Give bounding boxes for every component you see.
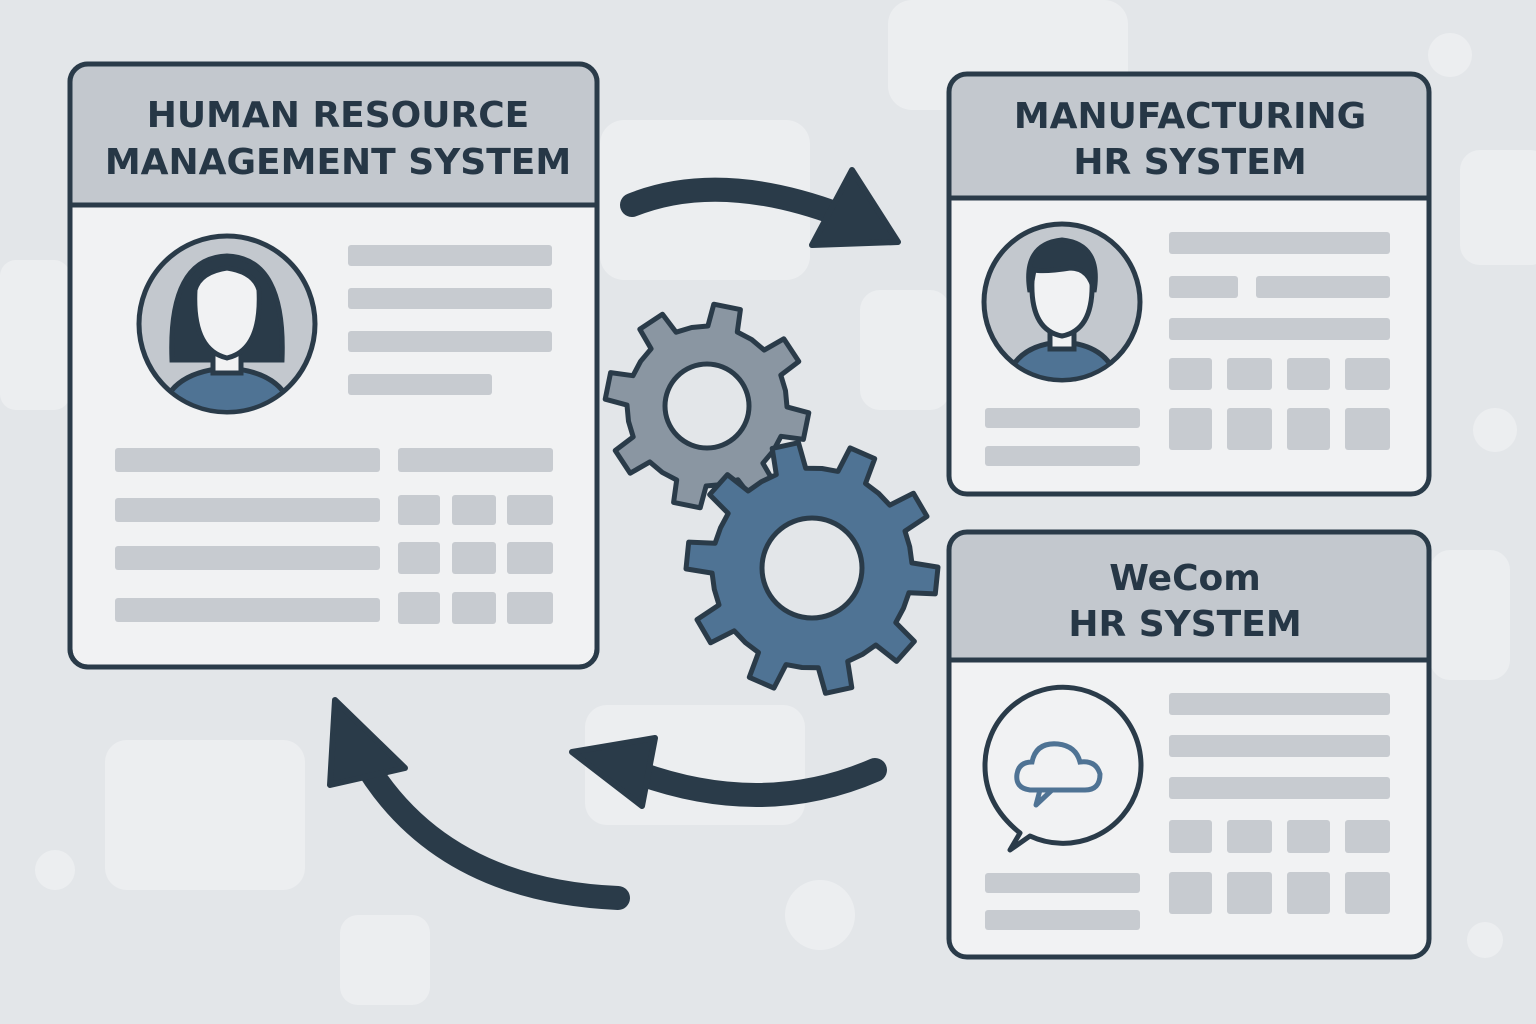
placeholder-lines <box>985 232 1390 466</box>
gear-hole <box>662 361 752 451</box>
placeholder-lines <box>115 245 553 624</box>
card-title-line1: MANUFACTURING <box>1014 96 1366 137</box>
arrow-to-manufacturing <box>620 177 852 227</box>
card-title-line2: HR SYSTEM <box>1068 604 1301 645</box>
card-title-line1: WeCom <box>1109 558 1261 599</box>
gear-hole <box>759 515 865 621</box>
card-title-line1: HUMAN RESOURCE <box>147 95 530 136</box>
card-wecom-hr-system: WeCom HR SYSTEM <box>946 529 1432 960</box>
chat-cloud-icon <box>982 684 1144 853</box>
arrowhead-icon <box>327 697 408 788</box>
arrowhead-icon <box>569 735 658 809</box>
arrow-to-main <box>343 733 630 910</box>
female-user-avatar-icon <box>136 233 318 415</box>
card-title-line2: HR SYSTEM <box>1073 142 1306 183</box>
arrowhead-icon <box>809 167 901 248</box>
card-title-line2: MANAGEMENT SYSTEM <box>105 142 571 183</box>
card-human-resource-management-system: HUMAN RESOURCE MANAGEMENT SYSTEM <box>67 61 600 670</box>
arrow-from-wecom <box>618 758 887 807</box>
placeholder-lines <box>985 693 1390 930</box>
sync-arrows <box>343 177 887 910</box>
male-user-avatar-icon <box>981 221 1143 383</box>
card-manufacturing-hr-system: MANUFACTURING HR SYSTEM <box>946 71 1432 497</box>
